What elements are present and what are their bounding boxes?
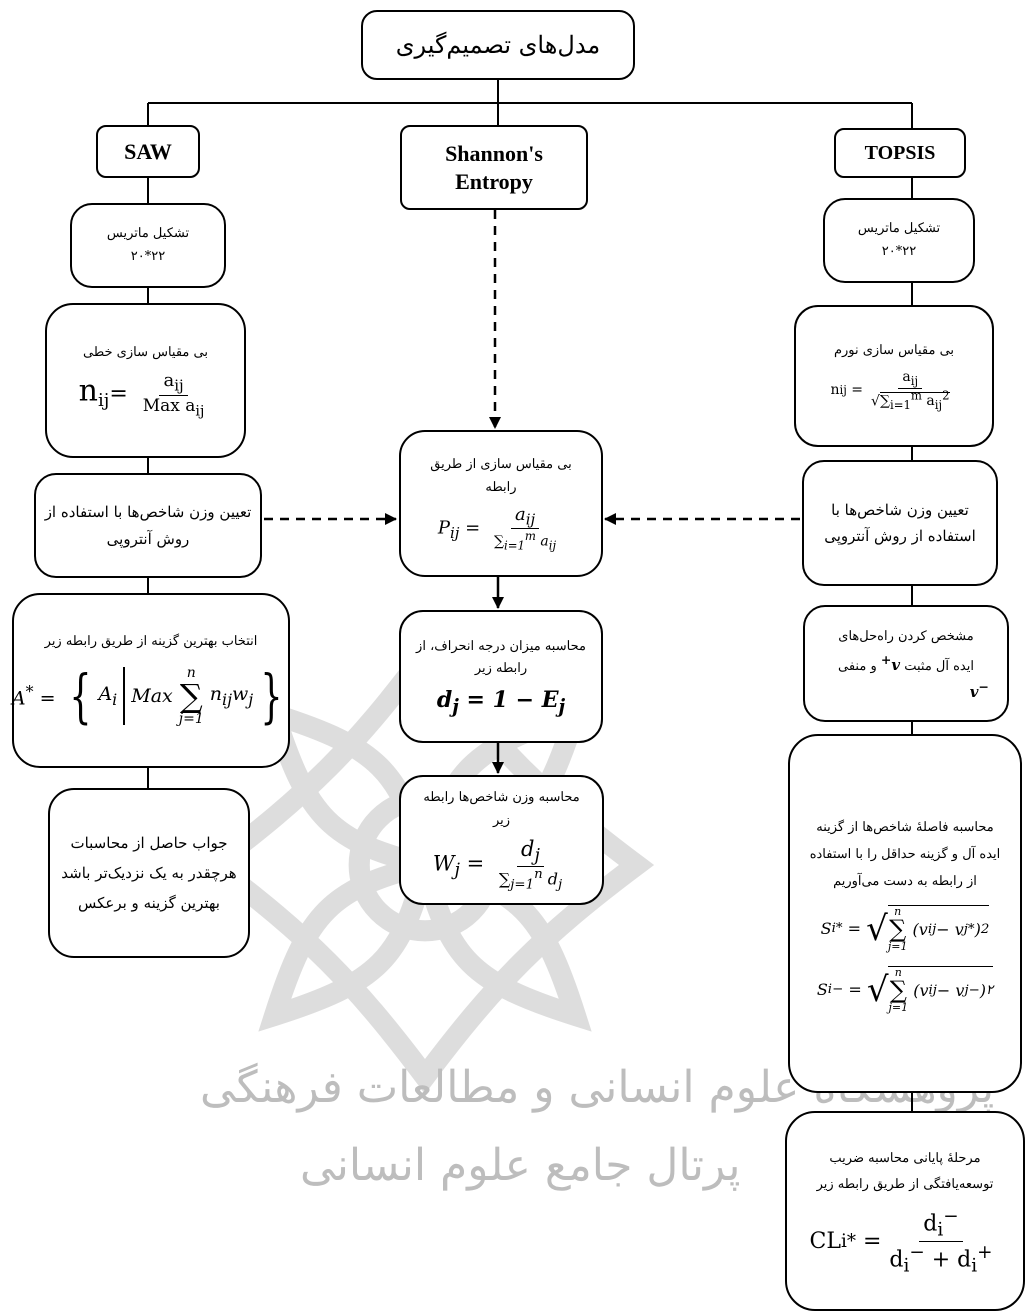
topsis-matrix-label: تشکیل ماتریس [857,220,941,236]
saw-result-text: جواب حاصل از محاسبات هرچقدر به یک نزدیک‌… [61,834,237,912]
shannon-weights-formula: Wj = dj∑j=1n dj [432,836,563,893]
saw-matrix-box: تشکیل ماتریس ۲۰*۲۲ [70,203,226,288]
saw-header-box: SAW [96,125,200,178]
shannon-weights-label: محاسبه وزن شاخص‌ها رابطه زیر [423,790,580,829]
shannon-weights-box: محاسبه وزن شاخص‌ها رابطه زیر Wj = dj∑j=1… [399,775,604,905]
root-title: مدل‌های تصمیم‌گیری [395,31,601,59]
topsis-ideal-label-b: ایده آل مثبت [904,659,974,674]
topsis-matrix-box: تشکیل ماتریس ۲۰*۲۲ [823,198,975,283]
shannon-deviation-box: محاسبه میزان درجه انحراف، از رابطه زیر d… [399,610,603,743]
topsis-distance-box: محاسبه فاصلهٔ شاخص‌ها از گزینه ایده آل و… [788,734,1022,1093]
topsis-ideal-box: مشخص کردن راه‌حل‌های ایده آل مثبت v+ و م… [803,605,1009,722]
topsis-weight-box: تعیین وزن شاخص‌ها با استفاده از روش آنتر… [802,460,998,586]
topsis-matrix-size: ۲۰*۲۲ [881,243,917,259]
topsis-final-label: مرحلهٔ پایانی محاسبه ضریب توسعه‌یافتگی ا… [816,1150,994,1192]
topsis-weight-label: تعیین وزن شاخص‌ها با استفاده از روش آنتر… [824,500,976,545]
shannon-header-box: Shannon's Entropy [400,125,588,210]
root-title-box: مدل‌های تصمیم‌گیری [361,10,635,80]
shannon-header-line2: Entropy [455,168,533,194]
shannon-norm-box: بی مقیاس سازی از طریق رابطه Pij = aij∑i=… [399,430,603,577]
topsis-distance-label: محاسبه فاصلهٔ شاخص‌ها از گزینه ایده آل و… [809,819,1001,890]
saw-weight-label: تعیین وزن شاخص‌ها با استفاده از روش آنتر… [44,503,252,548]
saw-header: SAW [124,138,172,164]
topsis-ideal-line: ایده آل مثبت v+ و منفی [830,649,982,679]
topsis-header: TOPSIS [864,141,936,164]
topsis-ideal-negative-symbol: v− [969,678,989,701]
saw-weight-box: تعیین وزن شاخص‌ها با استفاده از روش آنتر… [34,473,262,578]
watermark-text-2: پرتال جامع علوم انسانی [300,1140,741,1191]
topsis-ideal-label-a: مشخص کردن راه‌حل‌های [838,629,974,645]
topsis-ideal-positive-symbol: v+ [880,652,901,674]
shannon-deviation-label: محاسبه میزان درجه انحراف، از رابطه زیر [416,638,586,677]
topsis-final-box: مرحلهٔ پایانی محاسبه ضریب توسعه‌یافتگی ا… [785,1111,1025,1311]
topsis-norm-label: بی مقیاس سازی نورم [833,343,955,358]
topsis-header-box: TOPSIS [834,128,966,178]
saw-linear-norm-label: بی مقیاس سازی خطی [83,344,208,360]
saw-select-formula: A* = { Ai Max n∑j=1 nijwj } [11,661,283,730]
shannon-norm-formula: Pij = aij∑i=1m aij [437,503,557,553]
shannon-header-line1: Shannon's [445,141,543,166]
shannon-deviation-formula: dj = 1 − Ej [436,687,566,718]
shannon-norm-label: بی مقیاس سازی از طریق رابطه [430,457,572,495]
saw-result-box: جواب حاصل از محاسبات هرچقدر به یک نزدیک‌… [48,788,250,958]
topsis-ideal-label-c: و منفی [838,659,877,674]
saw-matrix-label: تشکیل ماتریس [106,225,190,241]
saw-select-label: انتخاب بهترین گزینه از طریق رابطه زیر [44,634,258,650]
saw-select-box: انتخاب بهترین گزینه از طریق رابطه زیر A*… [12,593,290,768]
saw-matrix-size: ۲۰*۲۲ [130,248,166,264]
